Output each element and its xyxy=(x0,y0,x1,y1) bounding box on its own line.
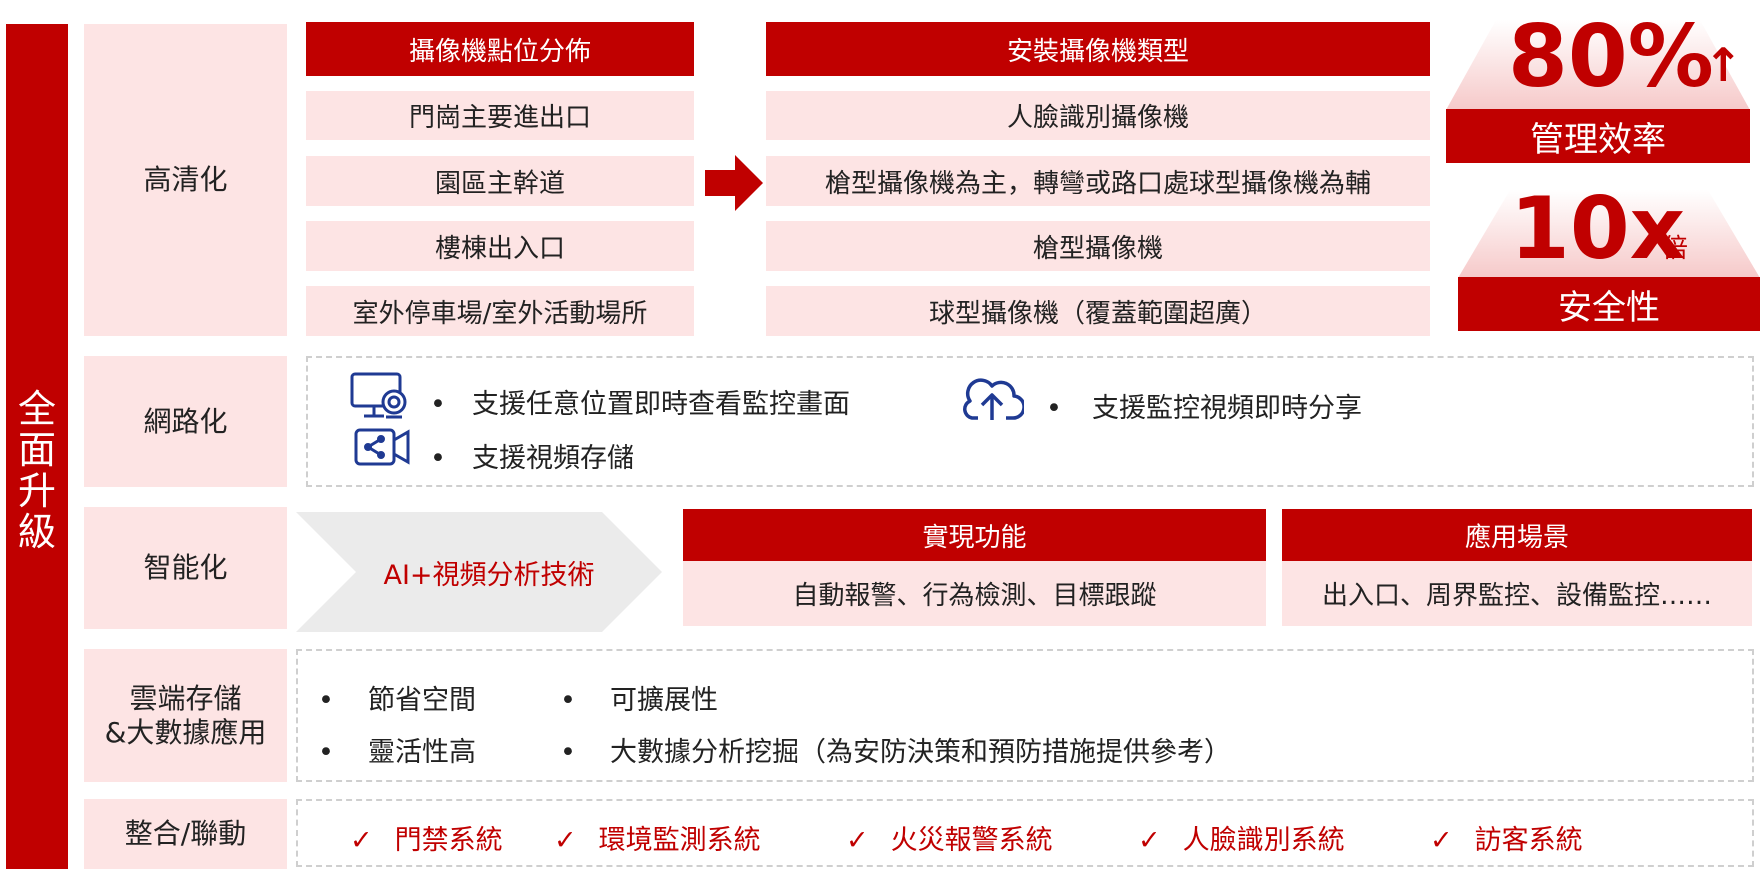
integration-item-text: 訪客系統 xyxy=(1474,825,1583,856)
efficiency-label-box: 管理效率 xyxy=(1446,109,1750,163)
camera-type-text: 槍型攝像機 xyxy=(1032,233,1163,264)
cloud-item-text: 靈活性高 xyxy=(368,737,476,768)
efficiency-stat-backdrop xyxy=(1446,20,1750,110)
row-label-cloud-text: 雲端存儲 &大數據應用 xyxy=(104,681,267,749)
check-icon: ✓ xyxy=(1430,825,1453,856)
network-item: • 支援任意位置即時查看監控畫面 xyxy=(430,382,850,421)
check-icon: ✓ xyxy=(846,825,869,856)
camera-type-item: 槍型攝像機為主，轉彎或路口處球型攝像機為輔 xyxy=(766,156,1430,206)
bullet: • xyxy=(560,737,576,768)
up-arrow-icon: ↑ xyxy=(1704,38,1743,92)
integration-box xyxy=(296,799,1754,867)
integration-item: ✓ 人臉識別系統 xyxy=(1138,818,1345,857)
ai-label: AI+視頻分析技術 xyxy=(383,559,595,591)
monitor-camera-icon xyxy=(350,372,410,422)
network-item-text: 支援監控視頻即時分享 xyxy=(1092,393,1362,424)
integration-item-text: 人臉識別系統 xyxy=(1182,825,1345,856)
bullet: • xyxy=(560,685,576,716)
camera-type-item: 球型攝像機（覆蓋範圍超廣） xyxy=(766,286,1430,336)
bullet: • xyxy=(318,685,334,716)
scene-header-text: 應用場景 xyxy=(1464,522,1569,553)
integration-item: ✓ 環境監測系統 xyxy=(554,818,761,857)
cloud-item-text: 節省空間 xyxy=(368,685,476,716)
efficiency-value: 80% xyxy=(1508,7,1714,107)
camera-type-item: 槍型攝像機 xyxy=(766,221,1430,271)
function-header-text: 實現功能 xyxy=(922,522,1027,553)
scene-text: 出入口、周界監控、設備監控…… xyxy=(1321,581,1712,611)
ai-chevron xyxy=(296,512,662,632)
row-label-network-text: 網路化 xyxy=(143,404,228,438)
integration-item: ✓ 門禁系統 xyxy=(350,818,503,857)
network-item: • 支援監控視頻即時分享 xyxy=(1046,386,1362,425)
integration-item-text: 環境監測系統 xyxy=(598,825,761,856)
video-share-icon xyxy=(354,426,412,470)
side-banner: 全 面 升 級 xyxy=(6,24,68,869)
cloud-item: • 可擴展性 xyxy=(560,678,718,717)
row-label-smart: 智能化 xyxy=(84,507,287,629)
camera-point-text: 室外停車場/室外活動場所 xyxy=(352,298,648,329)
cloud-item: • 靈活性高 xyxy=(318,730,476,769)
network-item: • 支援視頻存儲 xyxy=(430,436,634,475)
cloud-item: • 大數據分析挖掘（為安防決策和預防措施提供參考） xyxy=(560,730,1231,769)
cloud-item-text: 大數據分析挖掘（為安防決策和預防措施提供參考） xyxy=(610,737,1231,768)
safety-stat-backdrop xyxy=(1458,190,1760,278)
bullet: • xyxy=(1046,393,1062,424)
camera-point-item: 樓棟出入口 xyxy=(306,221,694,271)
row-label-smart-text: 智能化 xyxy=(143,551,228,584)
camera-types-header-text: 安裝攝像機類型 xyxy=(1006,36,1189,67)
efficiency-label: 管理效率 xyxy=(1530,119,1666,160)
bullet: • xyxy=(430,389,446,420)
camera-point-text: 門崗主要進出口 xyxy=(408,103,591,133)
camera-point-item: 室外停車場/室外活動場所 xyxy=(306,286,694,336)
cloud-item: • 節省空間 xyxy=(318,678,476,717)
safety-unit: 倍 xyxy=(1662,234,1689,264)
camera-point-item: 園區主幹道 xyxy=(306,156,694,206)
row-label-network: 網路化 xyxy=(84,356,287,487)
function-header: 實現功能 xyxy=(683,509,1266,561)
cloud-upload-icon xyxy=(962,374,1026,424)
row-label-integration: 整合/聯動 xyxy=(84,799,287,869)
camera-type-text: 槍型攝像機為主，轉彎或路口處球型攝像機為輔 xyxy=(824,168,1371,199)
integration-item-text: 門禁系統 xyxy=(394,825,503,856)
cloud-box xyxy=(296,649,1754,782)
check-icon: ✓ xyxy=(1138,825,1161,856)
integration-item: ✓ 訪客系統 xyxy=(1430,818,1583,857)
bullet: • xyxy=(318,737,334,768)
network-item-text: 支援視頻存儲 xyxy=(472,443,634,474)
safety-label: 安全性 xyxy=(1558,287,1660,328)
camera-point-item: 門崗主要進出口 xyxy=(306,91,694,140)
side-banner-label: 全 面 升 級 xyxy=(17,387,56,554)
camera-points-header: 攝像機點位分佈 xyxy=(306,22,694,76)
safety-value: 10x xyxy=(1510,179,1686,279)
camera-type-text: 球型攝像機（覆蓋範圍超廣） xyxy=(928,298,1267,329)
network-box xyxy=(306,356,1754,487)
row-label-cloud: 雲端存儲 &大數據應用 xyxy=(84,649,287,782)
row-label-hd-text: 高清化 xyxy=(143,163,228,196)
check-icon: ✓ xyxy=(350,825,373,856)
check-icon: ✓ xyxy=(554,825,577,856)
camera-points-header-text: 攝像機點位分佈 xyxy=(408,36,591,67)
cloud-item-text: 可擴展性 xyxy=(610,685,718,716)
bullet: • xyxy=(430,443,446,474)
safety-label-box: 安全性 xyxy=(1458,277,1760,331)
row-label-hd: 高清化 xyxy=(84,24,287,336)
camera-types-header: 安裝攝像機類型 xyxy=(766,22,1430,76)
ai-label-box: AI+視頻分析技術 xyxy=(356,512,622,632)
camera-point-text: 園區主幹道 xyxy=(434,168,565,199)
function-text: 自動報警、行為檢測、目標跟蹤 xyxy=(792,581,1157,611)
scene-cell: 出入口、周界監控、設備監控…… xyxy=(1282,561,1752,626)
function-cell: 自動報警、行為檢測、目標跟蹤 xyxy=(683,561,1266,626)
right-arrow-icon xyxy=(705,155,763,211)
integration-item-text: 火災報警系統 xyxy=(890,825,1053,856)
camera-type-item: 人臉識別攝像機 xyxy=(766,91,1430,140)
integration-item: ✓ 火災報警系統 xyxy=(846,818,1053,857)
camera-point-text: 樓棟出入口 xyxy=(434,233,565,264)
row-label-integration-text: 整合/聯動 xyxy=(124,817,247,850)
network-item-text: 支援任意位置即時查看監控畫面 xyxy=(472,389,850,420)
scene-header: 應用場景 xyxy=(1282,509,1752,561)
camera-type-text: 人臉識別攝像機 xyxy=(1006,103,1189,133)
